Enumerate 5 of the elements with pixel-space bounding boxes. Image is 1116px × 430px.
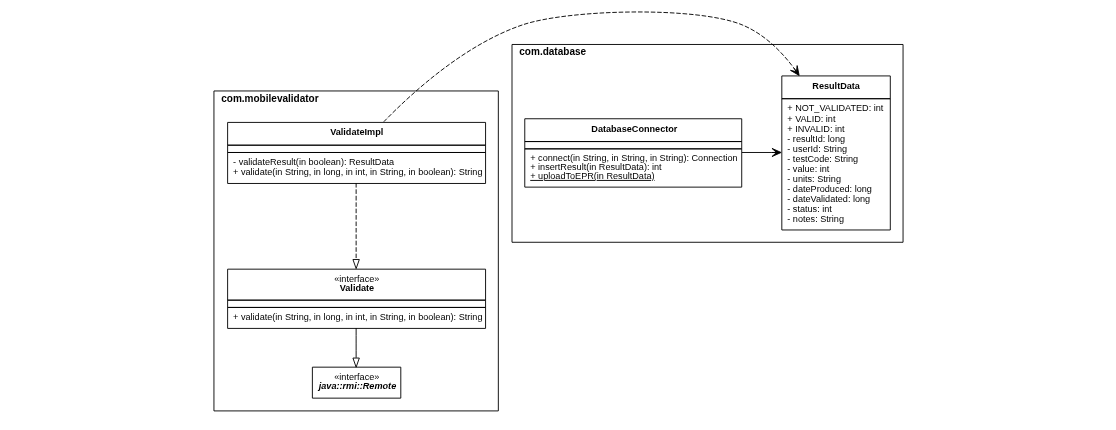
arrow (382, 11, 800, 123)
arrow (741, 147, 782, 158)
arrow (352, 182, 360, 270)
node-box: «interface» java::rmi::Remote (311, 366, 401, 399)
arrow (352, 327, 360, 368)
